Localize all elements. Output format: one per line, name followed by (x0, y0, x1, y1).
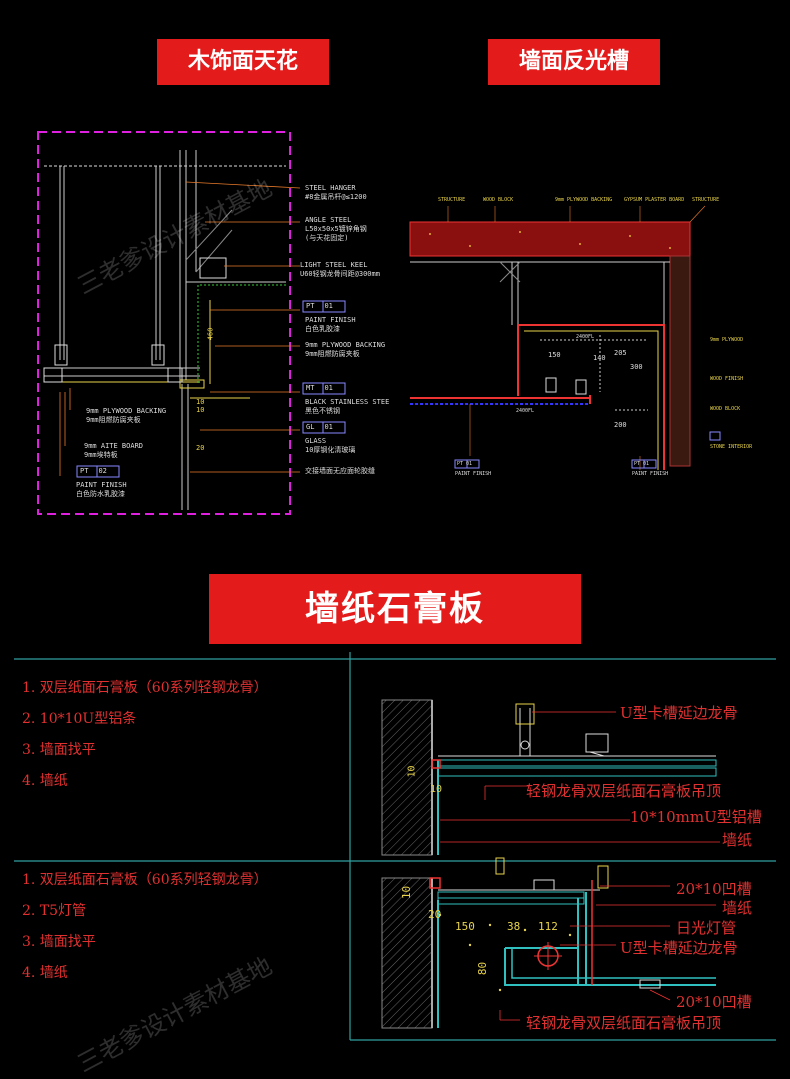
list-item: 3. 墙面找平 (22, 934, 96, 950)
cove-stone: STONE INTERIOR (710, 444, 753, 450)
list-item: 2. T5灯管 (22, 903, 87, 919)
wall-cove-detail (409, 205, 721, 470)
cove-level-b: 2400FL (516, 408, 535, 414)
cove-right-plywood: 9mm PLYWOOD (710, 337, 744, 343)
cove-gypsum: GYPSUM PLASTER BOARD (624, 197, 685, 203)
callout-wallpaper: 墙纸 (722, 831, 753, 849)
note-steel-hanger: STEEL HANGER#8金属吊杆@≤1200 (305, 184, 367, 201)
dim-bottom-20: 20 (428, 908, 442, 921)
callout-u-channel-2: U型卡槽延边龙骨 (620, 939, 738, 957)
material-list-top: 1. 双层纸面石膏板（60系列轻钢龙骨） 2. 10*10U型铝条 3. 墙面找… (22, 673, 268, 797)
cove-structure: STRUCTURE (438, 197, 466, 203)
wallpaper-detail-top (381, 699, 720, 856)
cove-plywood: 9mm PLYWOOD BACKING (555, 197, 613, 203)
cove-wood-block-2: WOOD BLOCK (710, 406, 741, 412)
callout-u-channel: U型卡槽延边龙骨 (620, 704, 738, 722)
list-item: 4. 墙纸 (22, 773, 68, 789)
material-list-bottom: 1. 双层纸面石膏板（60系列轻钢龙骨） 2. T5灯管 3. 墙面找平 4. … (22, 865, 268, 989)
cove-wood-block: WOOD BLOCK (483, 197, 514, 203)
list-item: 1. 双层纸面石膏板（60系列轻钢龙骨） (22, 872, 268, 888)
dim-bottom-80: 80 (476, 961, 490, 976)
cove-dim-205: 205 (614, 349, 627, 357)
callout-keel-board: 轻钢龙骨双层纸面石膏板吊顶 (526, 782, 722, 800)
list-item: 3. 墙面找平 (22, 742, 96, 758)
dim-bottom-150: 150 (455, 920, 475, 933)
wallpaper-frame (14, 652, 776, 1041)
list-item: 2. 10*10U型铝条 (22, 711, 137, 727)
cove-tag-b: PT 01 (634, 461, 650, 467)
cove-dim-140: 140 (593, 354, 606, 362)
list-item: 1. 双层纸面石膏板（60系列轻钢龙骨） (22, 680, 268, 696)
wallpaper-detail-bottom (381, 857, 716, 1029)
dim-bottom-112: 112 (538, 920, 558, 933)
cove-tag-a: PT 01 (457, 461, 473, 467)
banner-wall-cove: 墙面反光槽 (488, 39, 660, 85)
callout-groove-bottom: 20*10凹槽 (676, 993, 752, 1011)
callout-wallpaper-2: 墙纸 (722, 899, 753, 917)
dim-top-10a: 10 (406, 765, 418, 778)
cove-dim-150: 150 (548, 351, 561, 359)
cove-level-a: 2400FL (576, 334, 595, 340)
note-joint: 交接墙面无应面轮胶缝 (305, 467, 375, 475)
callout-groove-top: 20*10凹槽 (676, 880, 752, 898)
banner-wallpaper-gypsum: 墙纸石膏板 (209, 574, 581, 644)
cove-dim-200: 200 (614, 421, 627, 429)
dim-20: 20 (196, 444, 205, 452)
cove-dim-300: 300 (630, 363, 643, 371)
cove-wood-finish: WOOD FINISH (710, 376, 744, 382)
callout-lamp: 日光灯管 (676, 919, 737, 937)
cove-structure-2: STRUCTURE (692, 197, 720, 203)
callout-alu-channel: 10*10mmU型铝槽 (630, 808, 762, 826)
wood-ceiling-detail (37, 131, 346, 515)
dim-bottom-38: 38 (507, 920, 521, 933)
callout-keel-board-2: 轻钢龙骨双层纸面石膏板吊顶 (526, 1014, 722, 1032)
banner-wood-ceiling: 木饰面天花 (157, 39, 329, 85)
list-item: 4. 墙纸 (22, 965, 68, 981)
cove-paint-a: PAINT FINISH (455, 471, 492, 477)
cove-paint-b: PAINT FINISH (632, 471, 669, 477)
dim-bottom-10: 10 (400, 885, 414, 900)
dim-top-10b: 10 (430, 784, 443, 795)
dim-460: 460 (206, 327, 215, 341)
